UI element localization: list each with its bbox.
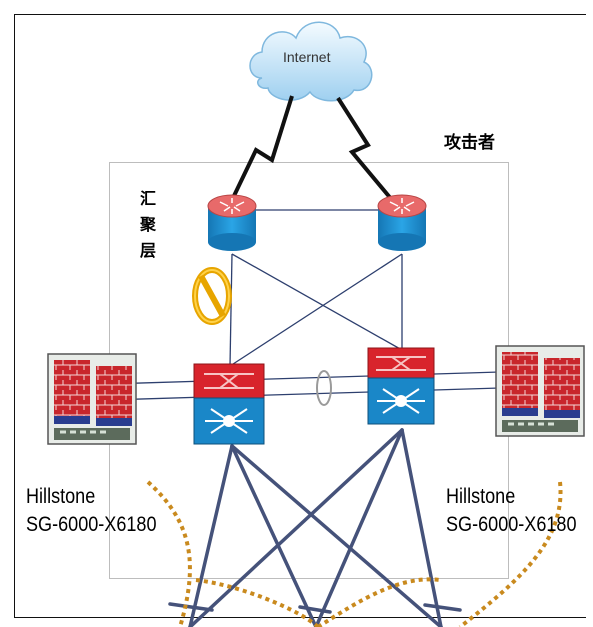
wan-link-left (230, 95, 294, 201)
traffic-trace (146, 480, 563, 627)
outer-frame (14, 14, 586, 618)
access-link-stub (423, 603, 462, 612)
multilayer-switch-icon (193, 363, 265, 445)
link-rr-sl (229, 253, 403, 367)
access-link (230, 444, 318, 627)
access-link (314, 428, 404, 627)
firewall-appliance-icon (47, 353, 137, 445)
access-link-stub (168, 602, 214, 612)
wan-link-right (336, 96, 404, 214)
multilayer-switch-icon (367, 347, 435, 425)
core-links (107, 209, 501, 401)
router-right (377, 194, 427, 251)
firewall-appliance-icon (495, 345, 585, 437)
trace-left-arc (146, 480, 192, 627)
firewall-right-model: SG-6000-X6180 (446, 513, 577, 536)
access-link (188, 428, 404, 627)
access-link (400, 428, 443, 627)
trace-right-arc (458, 481, 563, 627)
trace-center-arc (195, 578, 320, 627)
core-switch-left (193, 363, 265, 445)
access-link-stub (298, 605, 332, 614)
firewall-right (495, 345, 585, 437)
firewall-left-vendor: Hillstone (26, 485, 96, 508)
router-icon (207, 194, 257, 251)
fw-link-top (107, 371, 501, 385)
firewall-left-model: SG-6000-X6180 (26, 513, 157, 536)
internet-label: Internet (283, 49, 331, 65)
attacker-label: 攻击者 (444, 133, 495, 153)
link-aggregation-ring (316, 370, 332, 406)
access-links (168, 428, 462, 627)
firewall-left (47, 353, 137, 445)
wan-links (230, 95, 404, 214)
fw-link-bottom (107, 387, 501, 401)
internet-cloud (249, 21, 373, 102)
access-link (230, 444, 443, 627)
core-switch-right (367, 347, 435, 425)
aggregation-layer-label: 汇聚层 (139, 189, 156, 260)
link-rl-sr (231, 253, 403, 351)
trace-center-arc (316, 577, 441, 627)
router-icon (377, 194, 427, 251)
access-link (188, 444, 234, 627)
router-left (207, 194, 257, 251)
firewall-right-vendor: Hillstone (446, 485, 516, 508)
cloud-icon (249, 21, 373, 102)
blocked-link-icon (192, 267, 232, 325)
link-rl-sl (229, 253, 233, 367)
